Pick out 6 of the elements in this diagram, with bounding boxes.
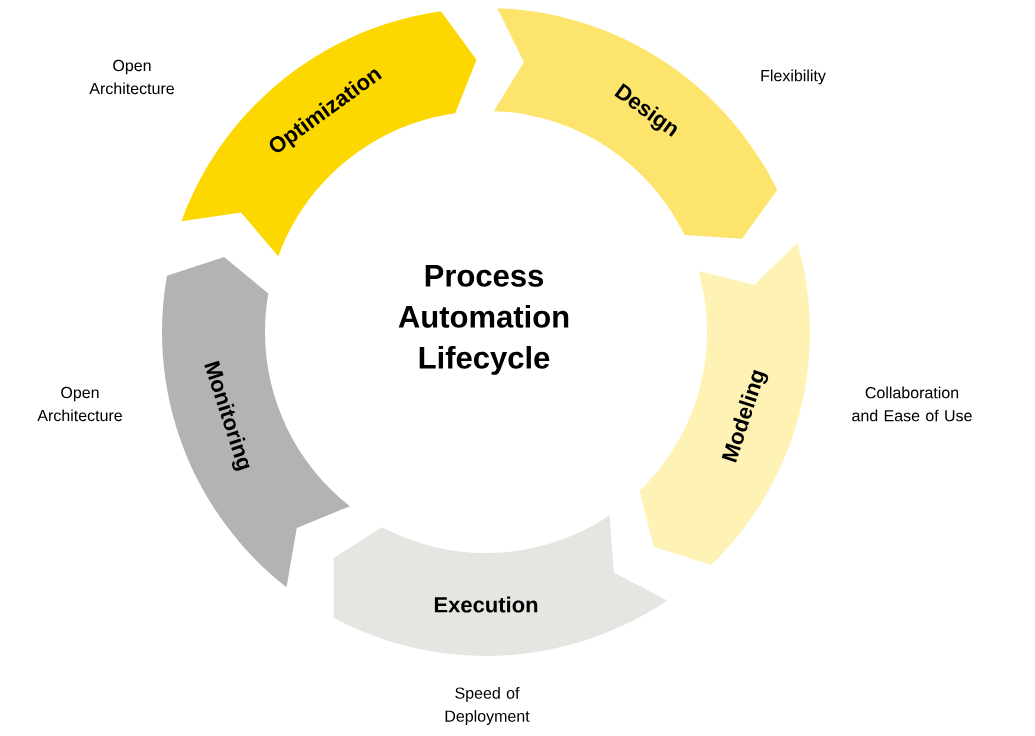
- side-label: Open Architecture: [37, 386, 122, 422]
- side-label: Open Architecture: [89, 59, 174, 95]
- side-label: Speed of Deployment: [445, 687, 530, 725]
- center-title: Process Automation Lifecycle: [398, 265, 569, 375]
- side-label: Collaboration and Ease of Use: [852, 386, 972, 422]
- arrow-segment: Execution: [333, 515, 668, 656]
